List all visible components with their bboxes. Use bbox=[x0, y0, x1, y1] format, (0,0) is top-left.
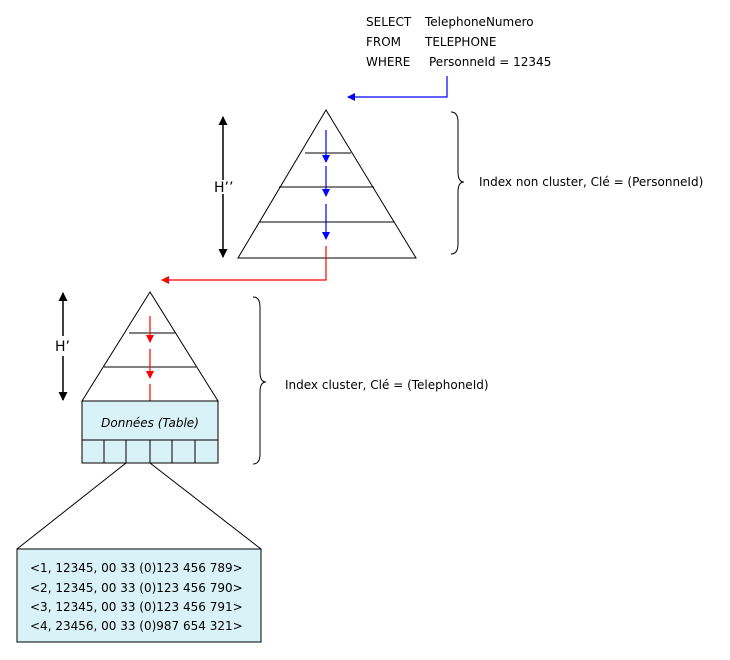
clustered-height-indicator: H’ bbox=[55, 292, 70, 401]
nonclustered-height-label: H’’ bbox=[214, 180, 233, 196]
bookmark-lookup-arrow bbox=[161, 246, 327, 284]
from-value: TELEPHONE bbox=[424, 35, 496, 49]
from-keyword: FROM bbox=[366, 35, 401, 49]
zoom-line-left bbox=[16, 462, 127, 550]
data-page-detail: <1, 12345, 00 33 (0)123 456 789> <2, 123… bbox=[16, 548, 262, 643]
clustered-brace bbox=[252, 296, 267, 465]
select-value: TelephoneNumero bbox=[424, 15, 534, 29]
clustered-height-label: H’ bbox=[55, 339, 70, 355]
where-keyword: WHERE bbox=[366, 55, 410, 69]
clustered-index-label: Index cluster, Clé = (TelephoneId) bbox=[285, 378, 489, 392]
data-table-label: Données (Table) bbox=[101, 416, 199, 430]
data-row: <3, 12345, 00 33 (0)123 456 791> bbox=[30, 600, 243, 614]
data-row: <4, 23456, 00 33 (0)987 654 321> bbox=[30, 619, 243, 633]
nonclustered-index-pyramid bbox=[237, 109, 417, 259]
where-value: PersonneId = 12345 bbox=[429, 55, 551, 69]
data-row: <1, 12345, 00 33 (0)123 456 789> bbox=[30, 561, 243, 575]
nonclustered-height-indicator: H’’ bbox=[214, 116, 233, 258]
query-entry-arrow bbox=[347, 76, 448, 101]
sql-query: SELECT TelephoneNumero FROM TELEPHONE WH… bbox=[366, 15, 551, 69]
data-row: <2, 12345, 00 33 (0)123 456 790> bbox=[30, 581, 243, 595]
data-table: Données (Table) bbox=[81, 400, 219, 464]
zoom-line-right bbox=[149, 462, 262, 550]
select-keyword: SELECT bbox=[366, 15, 412, 29]
nonclustered-brace bbox=[450, 111, 465, 255]
nonclustered-index-label: Index non cluster, Clé = (PersonneId) bbox=[479, 175, 703, 189]
